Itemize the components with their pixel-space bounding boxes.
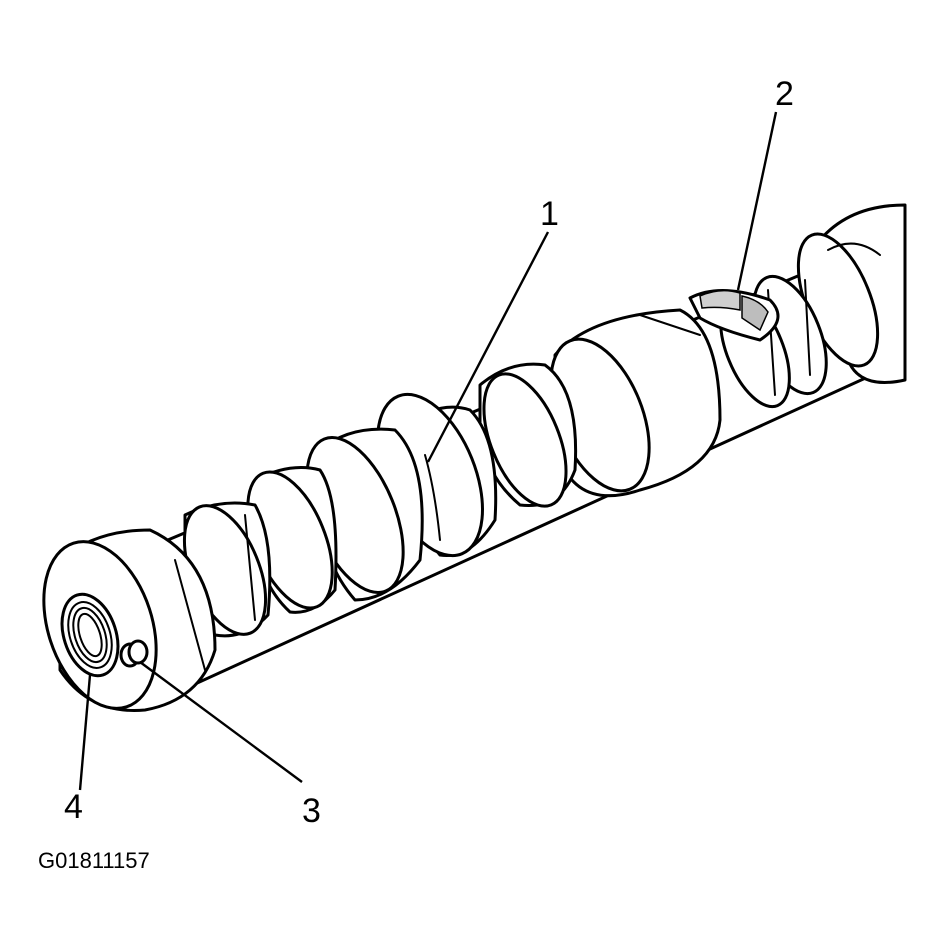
- leader-line-3: [139, 661, 303, 783]
- threaded-bolt-hole: [60, 592, 120, 678]
- dowel-pin: [119, 639, 149, 668]
- leader-line-2: [736, 111, 778, 291]
- callout-3-label: 3: [302, 792, 321, 830]
- callout-4-label: 4: [64, 788, 83, 826]
- camshaft-lobe-middle: [478, 362, 578, 508]
- reluctor-ring: [688, 289, 780, 342]
- figure-code: G01811157: [38, 848, 150, 873]
- camshaft-front-journal: [42, 528, 217, 712]
- callout-1-label: 1: [540, 195, 559, 233]
- leader-line-4: [78, 674, 92, 791]
- callout-2-label: 2: [775, 75, 794, 113]
- leader-lines: [78, 111, 778, 791]
- leader-line-1: [426, 231, 550, 463]
